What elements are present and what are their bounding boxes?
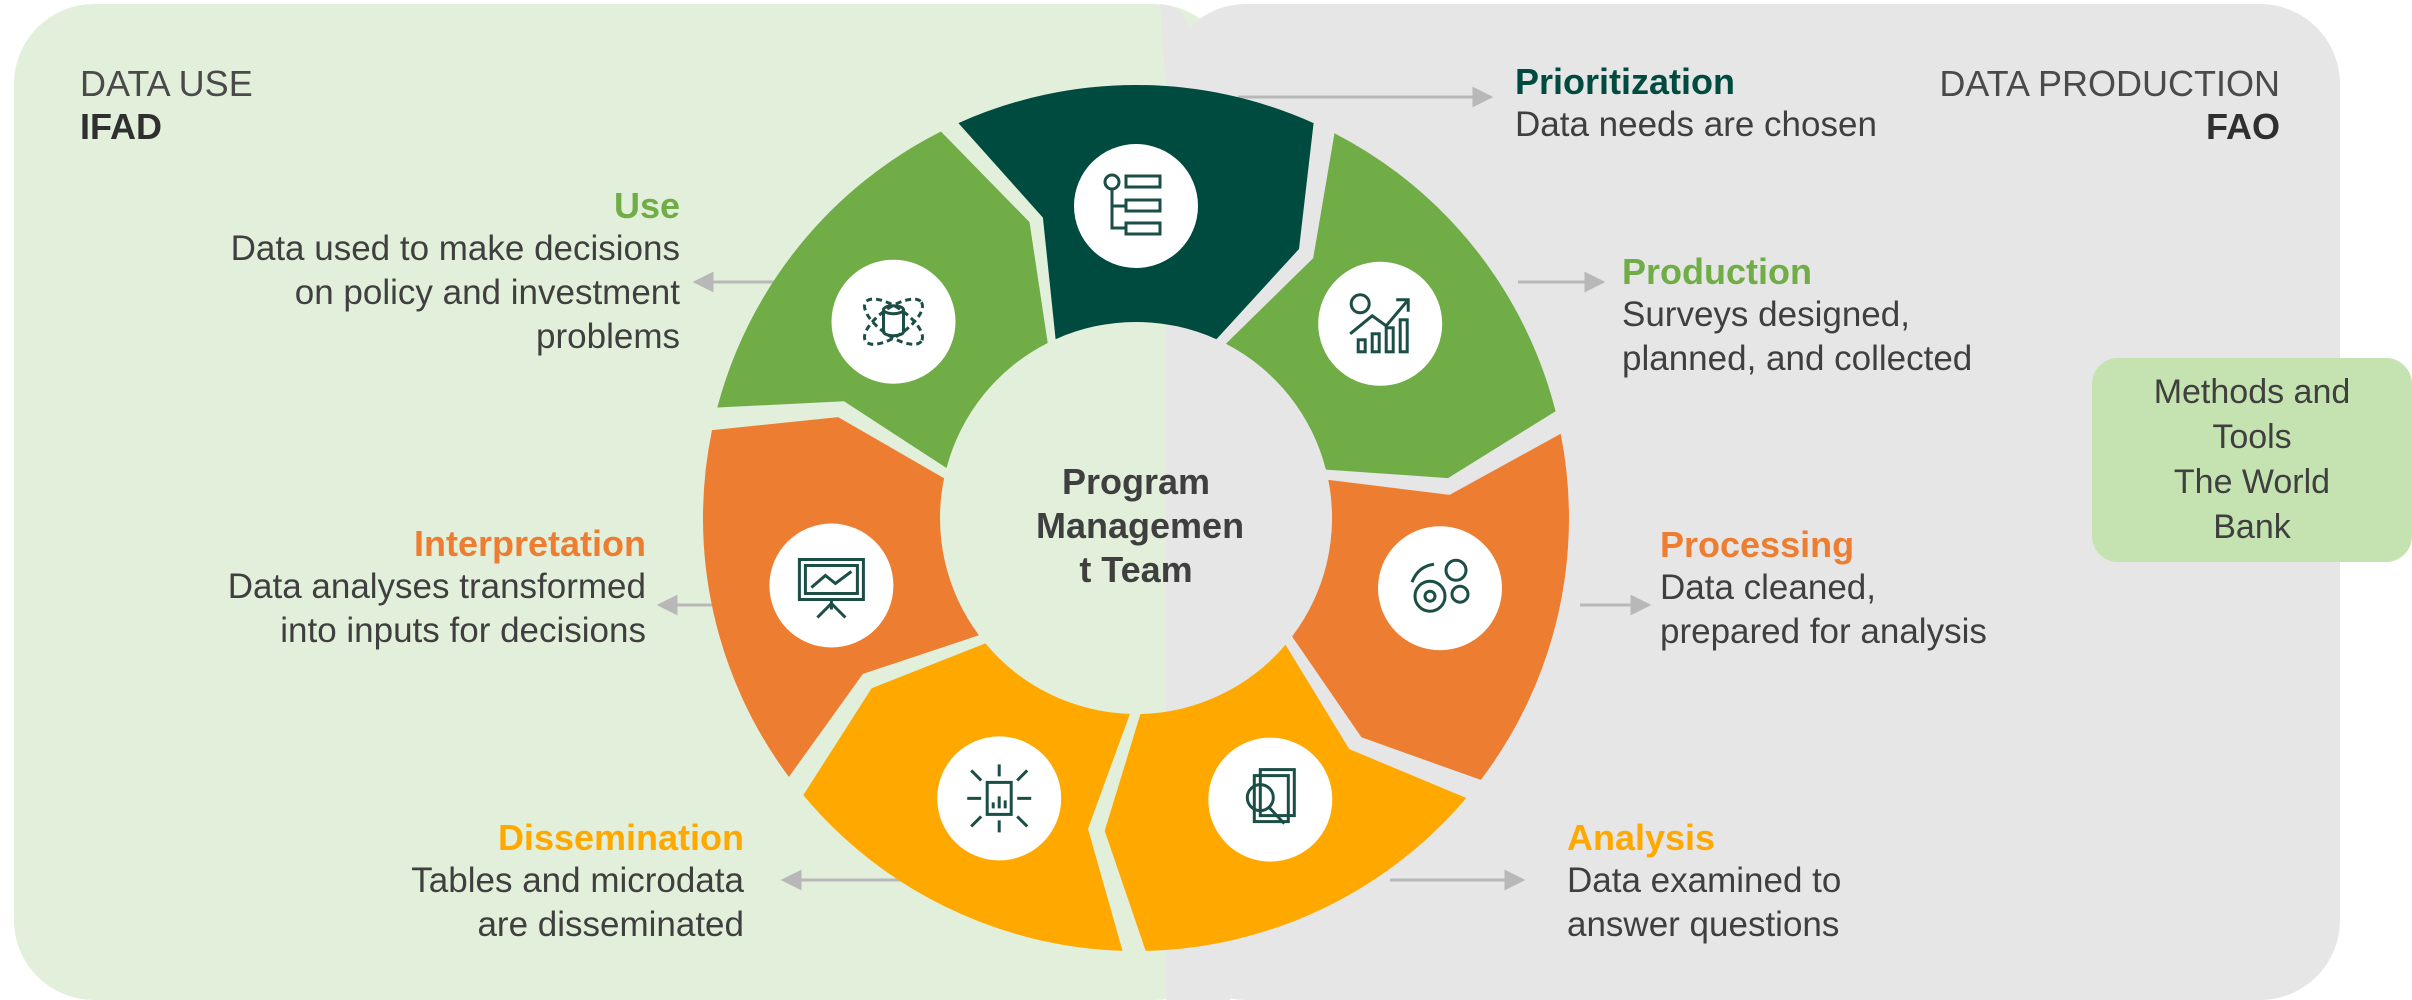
center-circle-right-half	[1166, 334, 1325, 702]
stage-title: Use	[613, 185, 680, 226]
stage-title: Prioritization	[1515, 61, 1736, 102]
stage-label-production: Production Surveys designed, planned, an…	[1622, 250, 1972, 381]
stage-description: into inputs for decisions	[280, 611, 646, 651]
stage-title: Analysis	[1567, 817, 1716, 858]
stage-title: Dissemination	[497, 817, 744, 858]
database-network-icon	[831, 259, 956, 384]
stage-description: answer questions	[1567, 905, 1840, 945]
stage-description: Tables and microdata	[411, 861, 744, 901]
stage-label-analysis: Analysis Data examined to answer questio…	[1567, 816, 1841, 947]
stage-description: problems	[536, 317, 680, 357]
stage-title: Production	[1622, 251, 1812, 292]
stage-label-processing: Processing Data cleaned, prepared for an…	[1660, 523, 1987, 654]
stage-label-prioritization: Prioritization Data needs are chosen	[1515, 60, 1877, 147]
stage-icons	[769, 144, 1502, 862]
stage-label-dissemination: Dissemination Tables and microdata are d…	[411, 816, 744, 947]
stage-title: Interpretation	[413, 523, 646, 564]
stage-description: on policy and investment	[294, 273, 680, 313]
stage-description: planned, and collected	[1622, 339, 1973, 379]
document-search-icon	[1208, 737, 1333, 862]
center-label: Program Managemen t Team	[1036, 461, 1245, 590]
ifad-label: IFAD	[80, 106, 163, 148]
stage-description: Data used to make decisions	[230, 229, 680, 269]
stage-description: Data cleaned,	[1660, 568, 1876, 608]
stage-description: prepared for analysis	[1660, 612, 1987, 652]
methods-tools-box: Methods and Tools The World Bank	[2092, 358, 2412, 562]
data-use-heading: DATA USE IFAD	[80, 62, 253, 148]
fao-label: FAO	[2205, 106, 2280, 148]
stage-title: Processing	[1660, 524, 1855, 565]
stage-description: are disseminated	[477, 905, 744, 945]
presentation-board-icon	[769, 523, 894, 648]
stage-description: Data analyses transformed	[227, 567, 646, 607]
stage-description: Data needs are chosen	[1515, 105, 1877, 145]
data-production-label: DATA PRODUCTION	[1939, 63, 2280, 104]
data-use-label: DATA USE	[80, 63, 253, 104]
stage-description: Surveys designed,	[1622, 295, 1910, 335]
data-production-heading: DATA PRODUCTION FAO	[1939, 62, 2280, 148]
report-distribution-icon	[937, 736, 1062, 861]
stage-description: Data examined to	[1567, 861, 1842, 901]
stage-label-use: Use Data used to make decisions on polic…	[231, 184, 680, 359]
gears-icon	[1378, 526, 1502, 651]
flowchart-icon	[1074, 144, 1198, 268]
stage-label-interpretation: Interpretation Data analyses transformed…	[228, 522, 646, 653]
growth-chart-icon	[1318, 261, 1443, 386]
